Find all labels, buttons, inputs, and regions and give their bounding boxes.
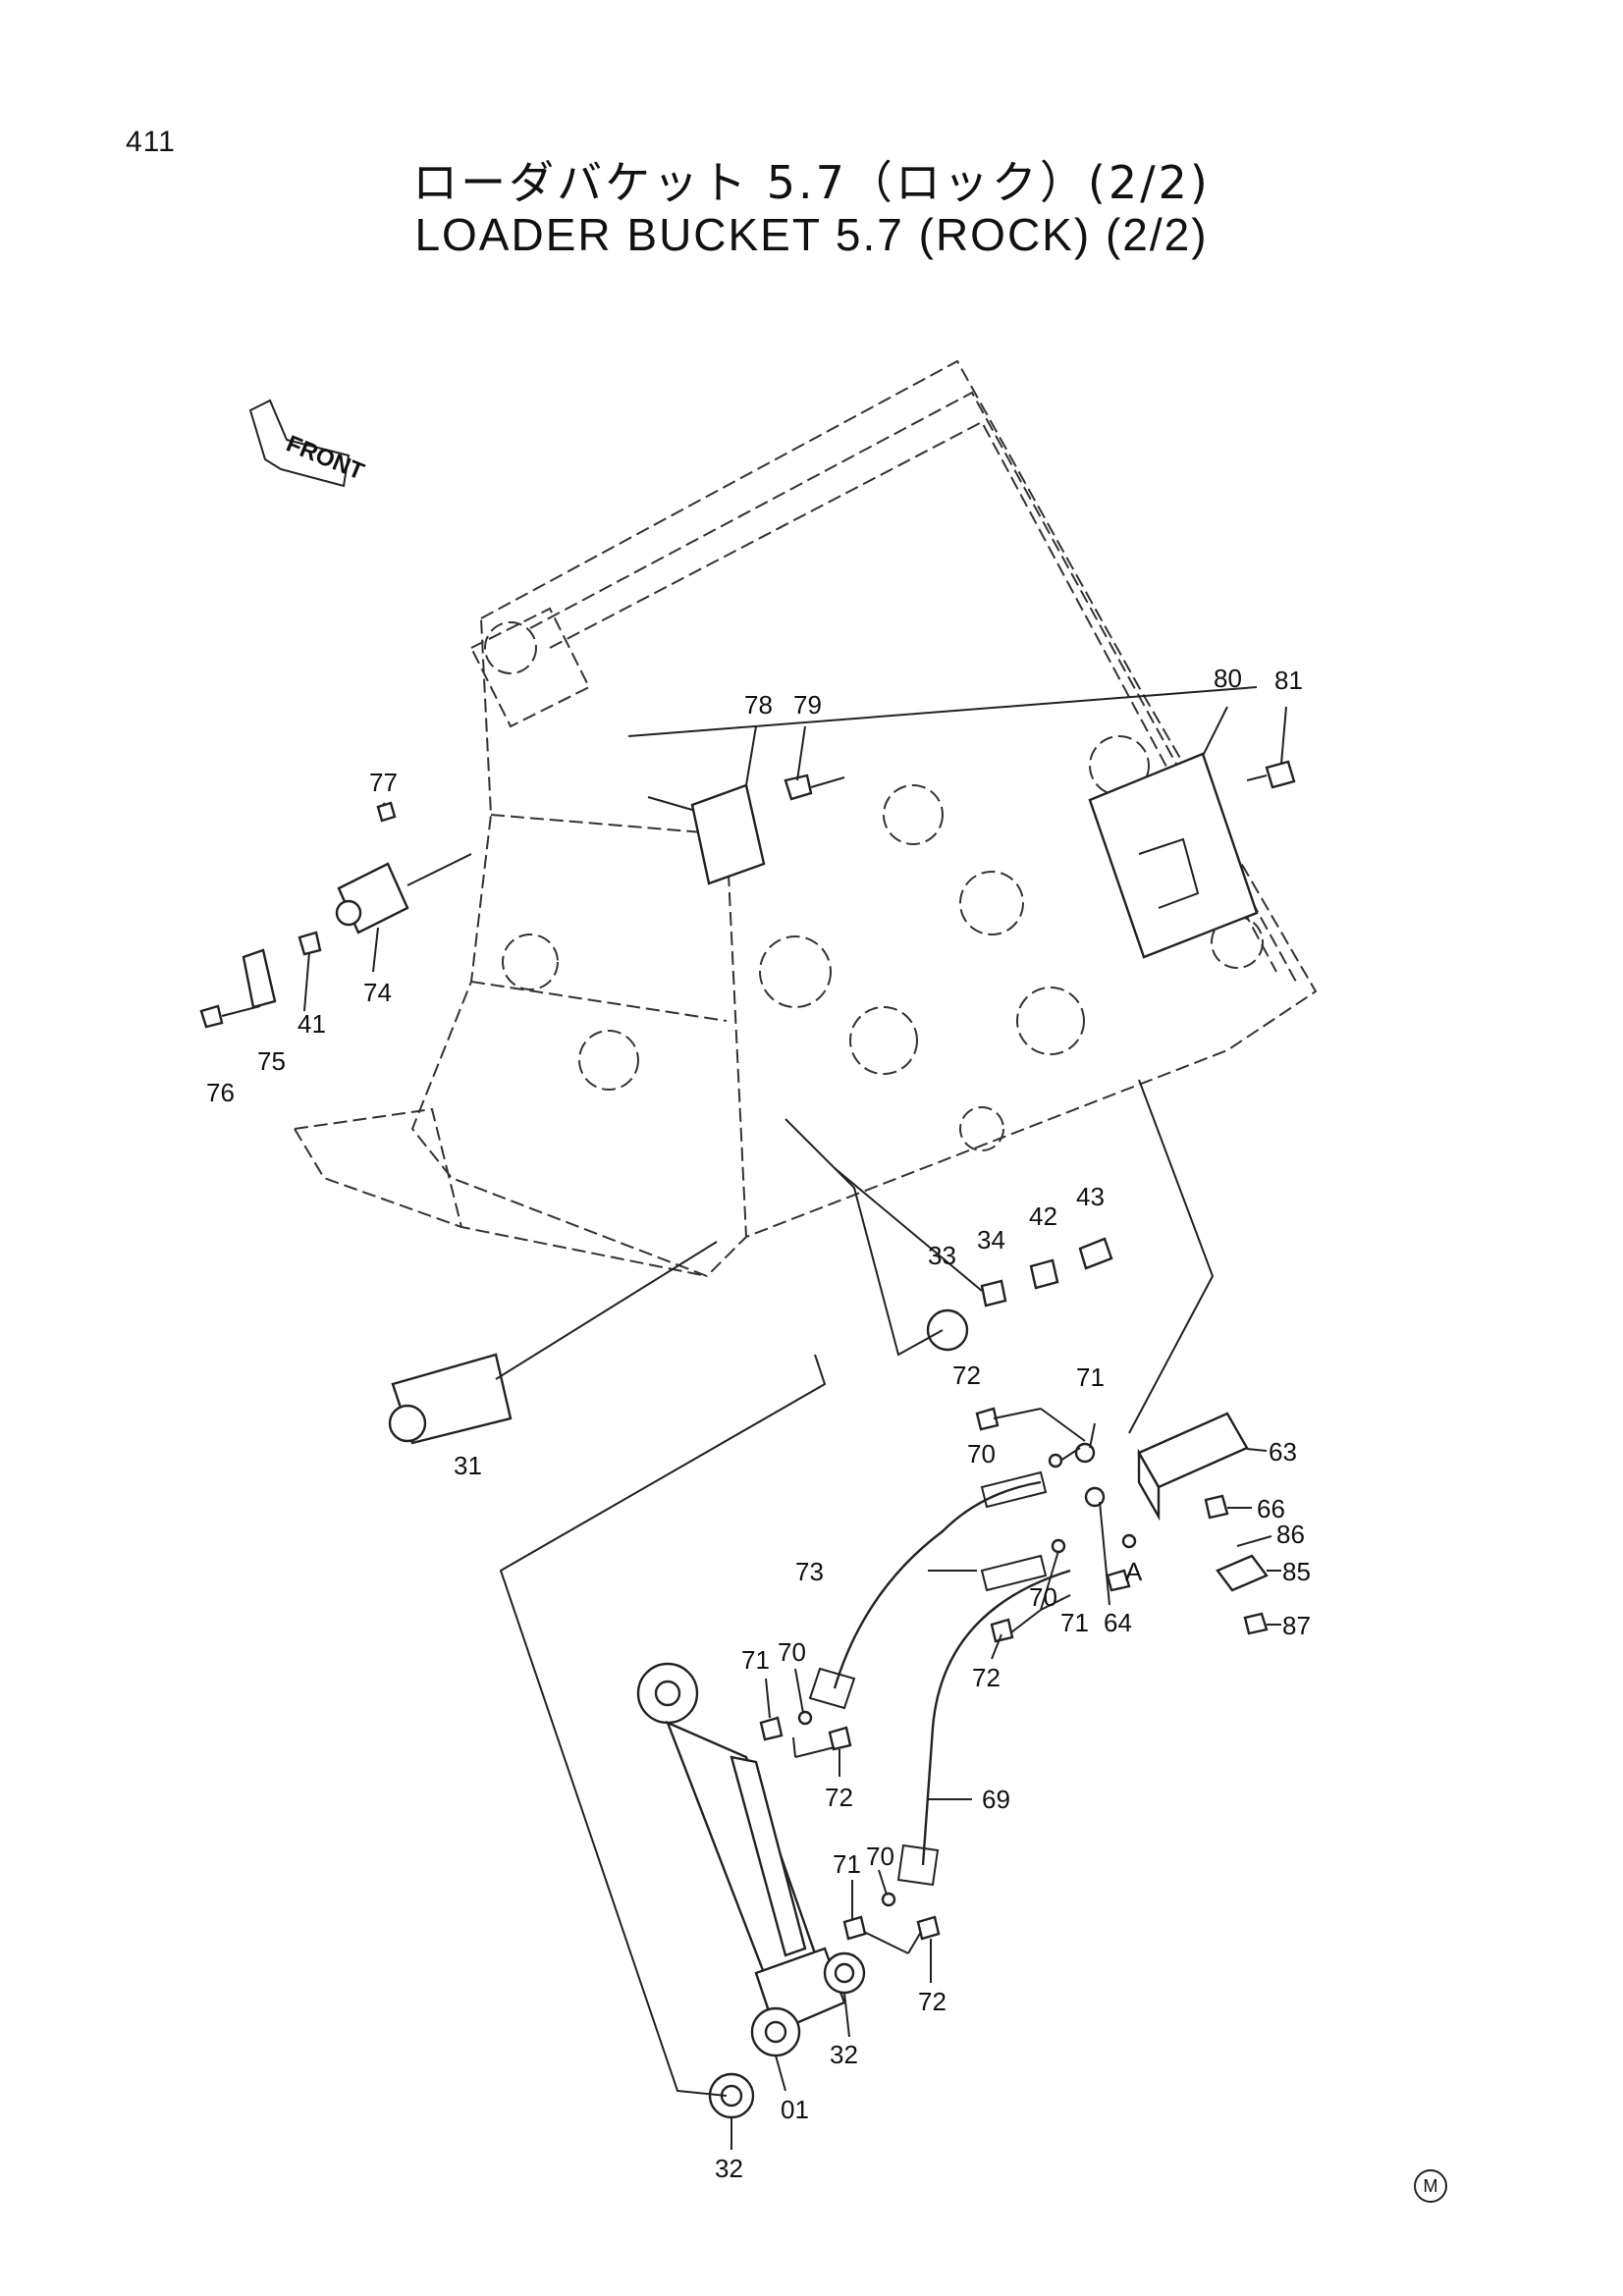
callout: 86	[1276, 1520, 1305, 1549]
callout: 76	[206, 1078, 235, 1107]
callout: 41	[298, 1009, 326, 1039]
callout: 81	[1274, 666, 1303, 695]
callout: 85	[1282, 1557, 1311, 1586]
callout: 69	[982, 1785, 1010, 1814]
callout: 31	[454, 1451, 482, 1480]
callout: 34	[977, 1225, 1005, 1255]
page-number: 411	[126, 126, 176, 158]
front-arrow-icon: FRONT	[248, 399, 368, 488]
title-english: LOADER BUCKET 5.7 (ROCK) (2/2)	[414, 209, 1209, 260]
front-label: FRONT	[283, 431, 368, 486]
title-japanese: ローダバケット 5.7（ロック）(2/2)	[412, 156, 1211, 209]
callout: 70	[778, 1637, 806, 1667]
callout: 32	[830, 2040, 858, 2069]
callout: 78	[744, 690, 773, 720]
callout-labels: 80 81 78 79 77 74 41 75 76 31 33 34 42 4…	[206, 664, 1311, 2183]
registered-mark-icon: M	[1414, 2169, 1447, 2203]
callout: 71	[1076, 1362, 1105, 1392]
callout: 71	[741, 1645, 770, 1675]
hydraulic-cylinder	[636, 1662, 846, 2057]
callout: 72	[918, 1987, 947, 2016]
callout: 70	[866, 1842, 894, 1871]
callout: 80	[1214, 664, 1242, 693]
callout: 79	[793, 690, 822, 720]
callout: 70	[1029, 1582, 1057, 1612]
callout: 66	[1257, 1494, 1285, 1523]
callout: 64	[1104, 1608, 1132, 1637]
callout: 01	[781, 2095, 809, 2124]
callout: 33	[928, 1241, 956, 1270]
callout: 63	[1269, 1437, 1297, 1467]
callout: 72	[972, 1663, 1001, 1692]
callout: 43	[1076, 1182, 1105, 1211]
detail-label: A	[1125, 1557, 1143, 1586]
callout: 77	[369, 768, 398, 797]
leader-lines	[303, 706, 1287, 2150]
callout: 71	[1060, 1608, 1089, 1637]
callout: 87	[1282, 1611, 1311, 1640]
callout: 70	[967, 1439, 996, 1468]
callout: 32	[715, 2154, 743, 2183]
callout: 42	[1029, 1201, 1057, 1231]
callout: 72	[825, 1783, 853, 1812]
callout: 72	[952, 1361, 981, 1390]
callout: 71	[833, 1849, 861, 1879]
callout: 73	[795, 1557, 824, 1586]
callout: 75	[257, 1046, 286, 1076]
callout: 74	[363, 978, 392, 1007]
